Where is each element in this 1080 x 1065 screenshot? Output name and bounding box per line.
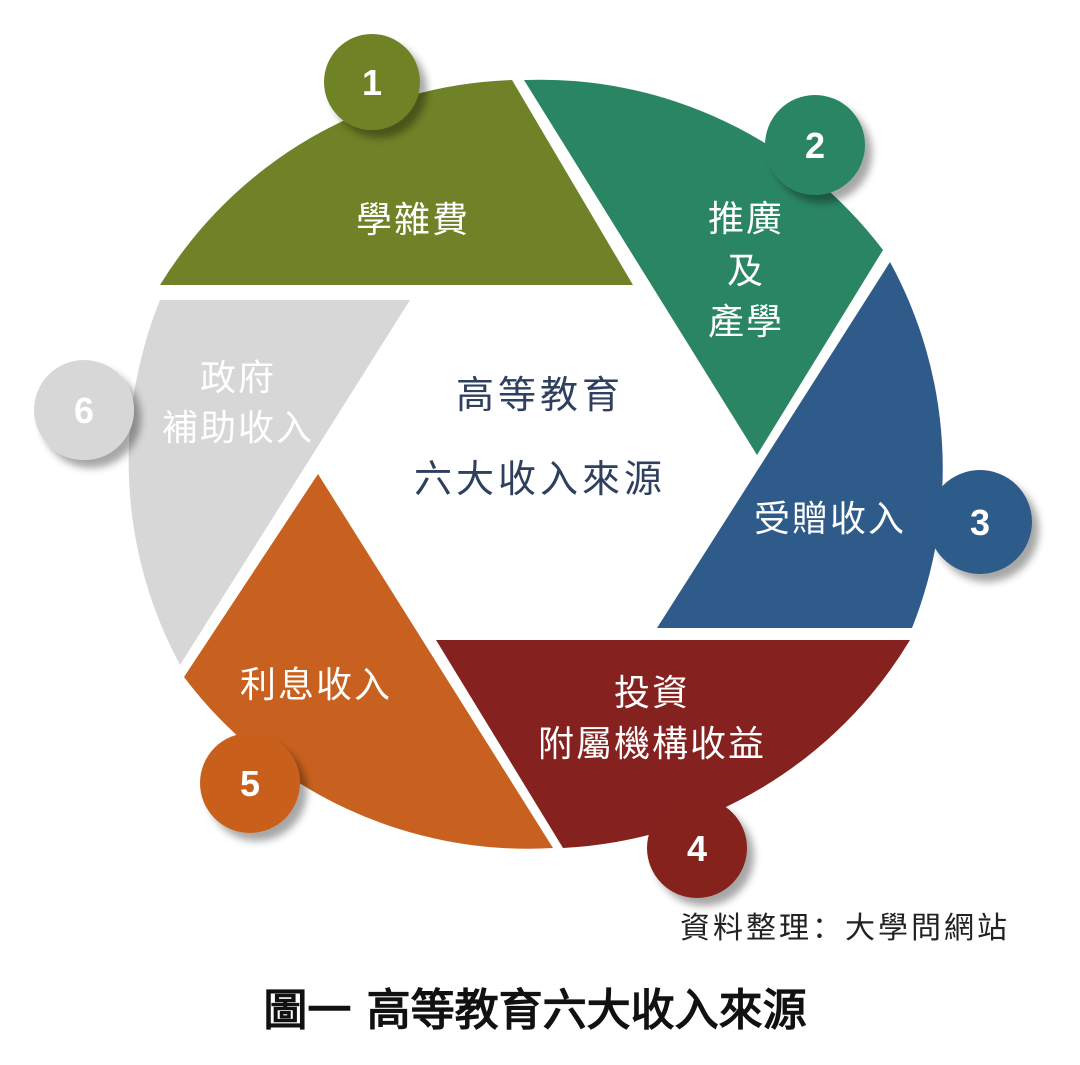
segment-2-label-line1: 推廣 — [708, 199, 784, 240]
center-title-line2: 六大收入來源 — [414, 457, 666, 501]
badge-6-number: 6 — [74, 390, 94, 431]
segment-4-label-line1: 投資 — [614, 673, 690, 714]
badge-3-number: 3 — [970, 502, 990, 543]
segment-5-label: 利息收入 — [240, 665, 392, 706]
badge-2-number: 2 — [805, 125, 825, 166]
segment-1-label: 學雜費 — [356, 200, 470, 241]
segment-1-shape — [160, 80, 633, 285]
badge-5-number: 5 — [240, 763, 260, 804]
badge-6 — [34, 360, 134, 460]
center-title-line1: 高等教育 — [456, 373, 624, 417]
badge-2 — [765, 95, 865, 195]
segment-4-shape — [436, 640, 910, 848]
badge-4 — [647, 798, 747, 898]
source-note: 資料整理：大學問網站 — [680, 911, 1010, 946]
badge-3 — [928, 470, 1032, 574]
figure-caption: 圖一 高等教育六大收入來源 — [263, 985, 806, 1036]
segment-6-label-line2: 補助收入 — [162, 408, 314, 449]
badge-1-number: 1 — [362, 62, 382, 103]
segment-4-label-line2: 附屬機構收益 — [538, 724, 766, 765]
badge-4-number: 4 — [687, 828, 707, 869]
segment-3-shape — [657, 262, 943, 628]
segment-6-label-line1: 政府 — [200, 358, 276, 399]
segment-3-label: 受贈收入 — [754, 499, 906, 540]
segment-2-label-line3: 產學 — [708, 302, 784, 343]
segment-6-shape — [128, 300, 411, 665]
badge-5 — [200, 733, 300, 833]
segment-2-label-line2: 及 — [727, 251, 765, 292]
badge-1 — [324, 34, 420, 130]
